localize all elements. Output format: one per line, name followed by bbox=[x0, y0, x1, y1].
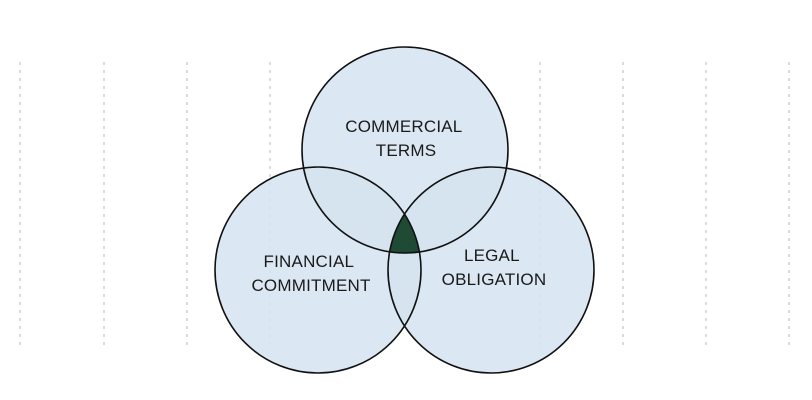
label-line: FINANCIAL bbox=[264, 252, 354, 271]
circle-outlines bbox=[214, 46, 595, 374]
set-financial-commitment bbox=[215, 167, 421, 373]
outline-legal-obligation bbox=[387, 166, 595, 374]
label-financial-commitment: FINANCIAL COMMITMENT bbox=[251, 252, 370, 295]
label-line: COMMITMENT bbox=[251, 276, 370, 295]
circle-fills bbox=[215, 47, 594, 373]
outline-financial-commitment bbox=[214, 166, 422, 374]
label-legal-obligation: LEGAL OBLIGATION bbox=[442, 246, 547, 289]
set-legal-obligation bbox=[388, 167, 594, 373]
outline-commercial-terms bbox=[301, 46, 509, 254]
label-line: TERMS bbox=[376, 141, 437, 160]
label-line: LEGAL bbox=[464, 246, 519, 265]
label-commercial-terms: COMMERCIAL TERMS bbox=[345, 117, 467, 160]
label-line: COMMERCIAL bbox=[345, 117, 462, 136]
label-line: OBLIGATION bbox=[442, 270, 547, 289]
